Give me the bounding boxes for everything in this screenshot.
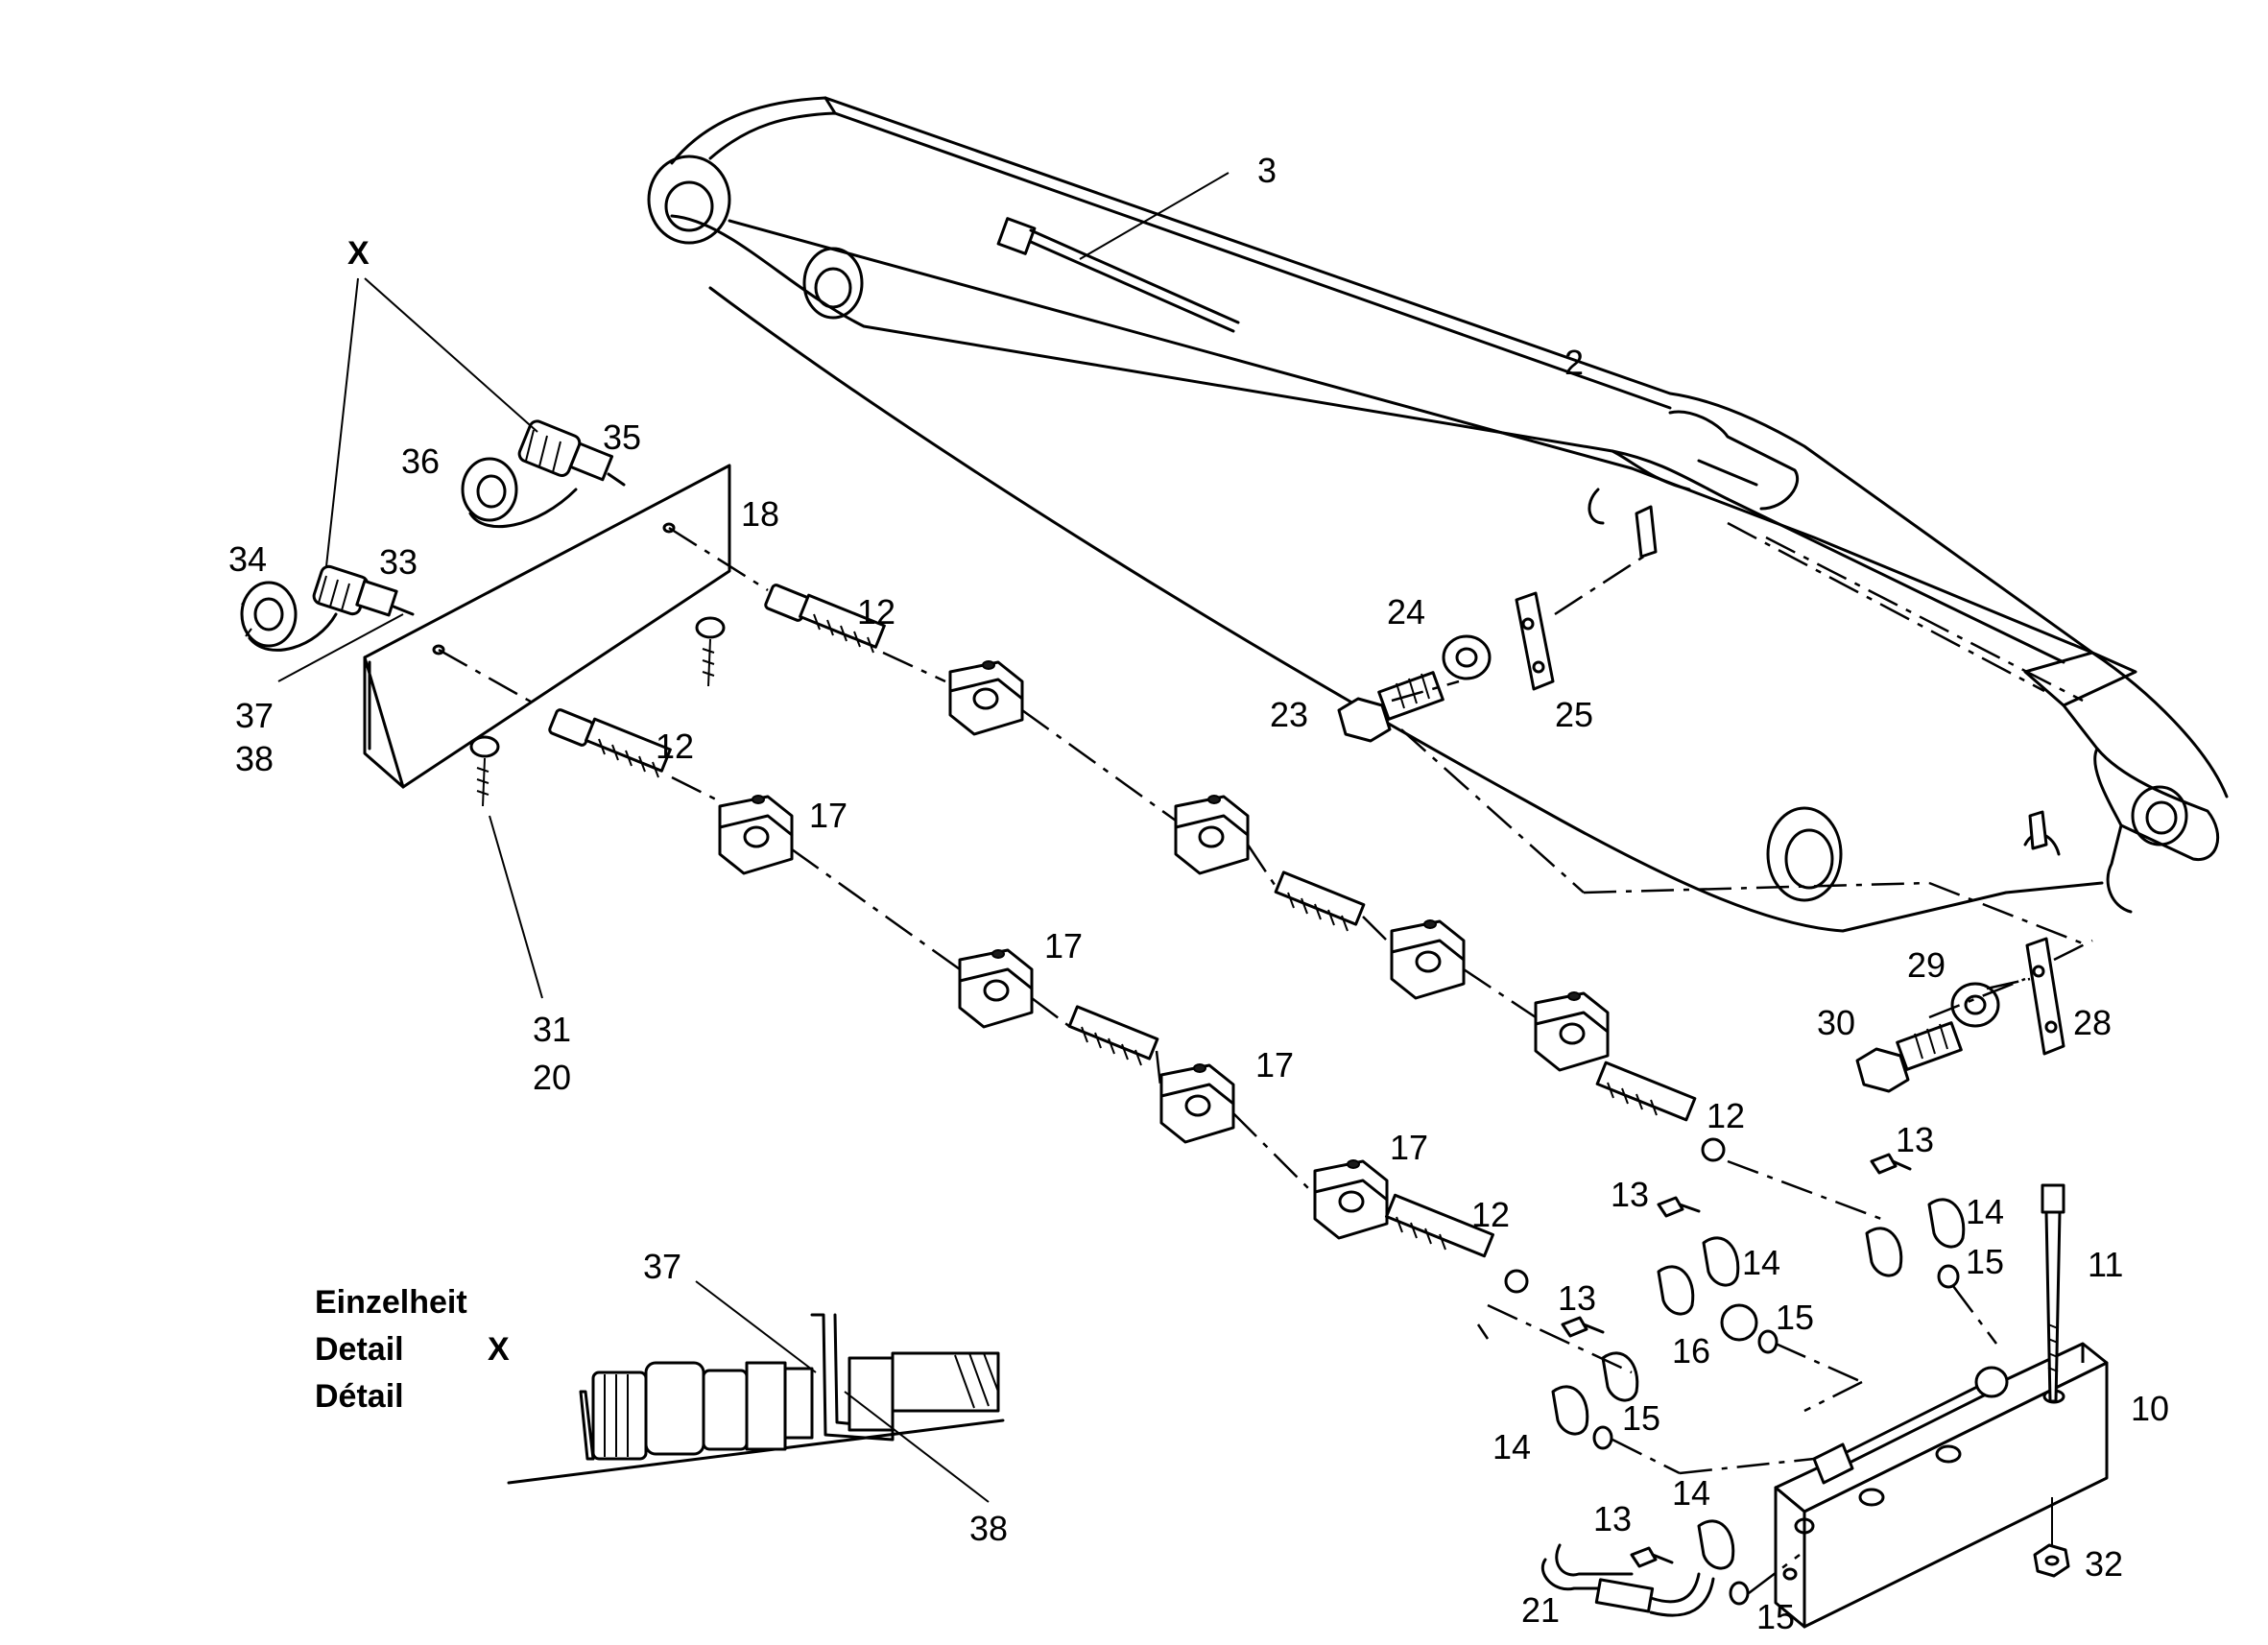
callout-15-c: 15 bbox=[1622, 1398, 1660, 1438]
quick-coupling-33 bbox=[312, 564, 415, 617]
callout-20: 20 bbox=[533, 1058, 571, 1097]
leader-lines bbox=[277, 172, 1229, 999]
callout-23: 23 bbox=[1270, 695, 1308, 734]
detail-caption-de: Einzelheit bbox=[315, 1284, 467, 1321]
callout-17-c: 17 bbox=[1255, 1045, 1294, 1085]
callout-12-lower: 12 bbox=[656, 727, 694, 766]
callout-14-c: 14 bbox=[1492, 1427, 1531, 1466]
detail-marker-x: X bbox=[488, 1331, 510, 1368]
bolt-11 bbox=[2041, 1183, 2065, 1403]
callout-14-d: 14 bbox=[1672, 1473, 1710, 1513]
callout-38-detail: 38 bbox=[969, 1509, 1008, 1548]
callout-12-right: 12 bbox=[1707, 1096, 1745, 1135]
callout-30: 30 bbox=[1817, 1003, 1855, 1042]
clamp-17f bbox=[1159, 1063, 1235, 1144]
callout-13-c: 13 bbox=[1558, 1278, 1596, 1318]
mounting-bracket bbox=[363, 464, 731, 807]
hose-segments bbox=[791, 708, 1726, 1294]
detail-caption: Einzelheit Detail Détail X bbox=[315, 1284, 510, 1415]
callout-36: 36 bbox=[401, 441, 440, 481]
callout-37: 37 bbox=[235, 696, 274, 735]
clamp-17d bbox=[958, 948, 1034, 1029]
callout-16: 16 bbox=[1672, 1331, 1710, 1371]
callout-14-b: 14 bbox=[1742, 1243, 1780, 1282]
callout-10: 10 bbox=[2131, 1389, 2169, 1428]
callout-24: 24 bbox=[1387, 592, 1425, 632]
callout-35: 35 bbox=[603, 417, 641, 457]
bolt-23 bbox=[1337, 671, 1444, 743]
detail-x-inset bbox=[507, 1280, 1005, 1503]
callout-15-d: 15 bbox=[1756, 1597, 1795, 1636]
clamp-17b bbox=[718, 795, 794, 875]
flange-parts bbox=[1551, 1153, 1966, 1606]
callout-14-a: 14 bbox=[1966, 1192, 2004, 1231]
callout-37-detail: 37 bbox=[643, 1247, 681, 1286]
clamp-17g bbox=[1534, 991, 1610, 1072]
callout-31: 31 bbox=[533, 1010, 571, 1049]
callout-28: 28 bbox=[2073, 1003, 2112, 1042]
dust-cap-36 bbox=[461, 457, 578, 529]
clamp-17e bbox=[1390, 919, 1466, 1000]
detail-caption-en: Detail bbox=[315, 1331, 404, 1368]
clamp-17c bbox=[1174, 795, 1250, 875]
plate-25 bbox=[1515, 591, 1555, 691]
dust-cap-34 bbox=[240, 581, 338, 652]
callout-12-mid: 12 bbox=[1471, 1195, 1510, 1234]
connection-lines bbox=[438, 526, 2093, 1594]
callout-21: 21 bbox=[1521, 1590, 1560, 1630]
callout-12-upper: 12 bbox=[857, 592, 895, 632]
plate-28 bbox=[2025, 937, 2065, 1056]
callout-11: 11 bbox=[2088, 1245, 2123, 1284]
clamp-17h bbox=[1313, 1159, 1389, 1240]
callout-15-b: 15 bbox=[1776, 1298, 1814, 1337]
hose-upper bbox=[764, 584, 946, 683]
nut-32 bbox=[2033, 1497, 2070, 1578]
callout-17-a: 17 bbox=[809, 796, 848, 835]
callout-25: 25 bbox=[1555, 695, 1593, 734]
callout-13-b: 13 bbox=[1611, 1175, 1649, 1214]
washer-24 bbox=[1442, 634, 1492, 680]
callout-13-d: 13 bbox=[1593, 1499, 1632, 1538]
indicator-rod bbox=[996, 217, 1240, 333]
callout-17-d: 17 bbox=[1390, 1128, 1428, 1167]
callout-33: 33 bbox=[379, 542, 418, 582]
callout-17-b: 17 bbox=[1044, 926, 1083, 966]
callout-34: 34 bbox=[228, 539, 267, 579]
callout-13-a: 13 bbox=[1896, 1120, 1934, 1159]
callout-x: X bbox=[347, 235, 370, 272]
callout-32: 32 bbox=[2085, 1544, 2123, 1584]
hose-lower bbox=[548, 708, 721, 803]
hose-21 bbox=[1540, 1543, 1715, 1617]
callout-labels: 2 3 X 35 36 34 33 18 37 38 12 12 17 17 1… bbox=[228, 151, 2169, 1636]
quick-coupling-35 bbox=[517, 419, 626, 487]
callout-38: 38 bbox=[235, 739, 274, 778]
callout-15-a: 15 bbox=[1966, 1242, 2004, 1281]
boom-arm bbox=[647, 96, 2229, 933]
bolt-30 bbox=[1855, 1021, 1963, 1093]
valve-block bbox=[1774, 1342, 2109, 1629]
callout-18: 18 bbox=[741, 494, 779, 534]
clamp-17a bbox=[948, 660, 1024, 736]
callout-29: 29 bbox=[1907, 945, 1946, 985]
detail-caption-fr: Détail bbox=[315, 1378, 404, 1415]
callout-2: 2 bbox=[1564, 343, 1584, 382]
callout-3: 3 bbox=[1257, 151, 1277, 190]
